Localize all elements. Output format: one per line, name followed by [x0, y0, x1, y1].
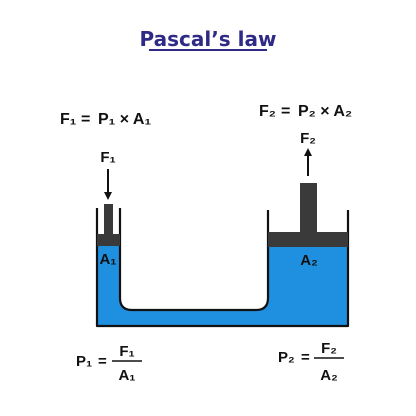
pressure-right-numerator: F₂: [321, 340, 337, 357]
equation-right-rhs: P₂ × A₂: [298, 103, 352, 120]
pressure-left-denominator: A₁: [118, 367, 135, 384]
pressure-left-equals: =: [98, 353, 107, 370]
right-piston-rod: [300, 183, 317, 233]
left-piston-rod: [104, 204, 113, 235]
force-label-left: F₁: [100, 149, 115, 166]
equation-left: F₁ = P₁ × A₁: [60, 111, 151, 128]
left-piston-head: [97, 234, 120, 246]
equation-left-lhs: F₁: [60, 111, 77, 128]
pressure-formula-right: P₂ = F₂ A₂: [278, 340, 344, 384]
fluid-region: [97, 246, 348, 326]
pressure-formula-left: P₁ = F₁ A₁: [76, 343, 142, 384]
page-title: Pascal’s law: [139, 27, 276, 51]
pressure-left-lhs: P₁: [76, 353, 92, 370]
area-label-left: A₁: [99, 251, 116, 268]
equation-right-equals: =: [281, 103, 290, 120]
pressure-right-equals: =: [301, 349, 310, 366]
pressure-right-denominator: A₂: [320, 367, 338, 384]
right-piston-head: [268, 232, 348, 247]
pressure-right-lhs: P₂: [278, 349, 295, 366]
area-label-right: A₂: [300, 252, 318, 269]
equation-right: F₂ = P₂ × A₂: [259, 103, 352, 120]
container-outline: [95, 208, 350, 328]
equation-left-equals: =: [81, 111, 90, 128]
pressure-left-numerator: F₁: [119, 343, 134, 360]
force-label-right: F₂: [300, 130, 316, 147]
equation-left-rhs: P₁ × A₁: [98, 111, 151, 128]
equation-right-lhs: F₂: [259, 103, 276, 120]
